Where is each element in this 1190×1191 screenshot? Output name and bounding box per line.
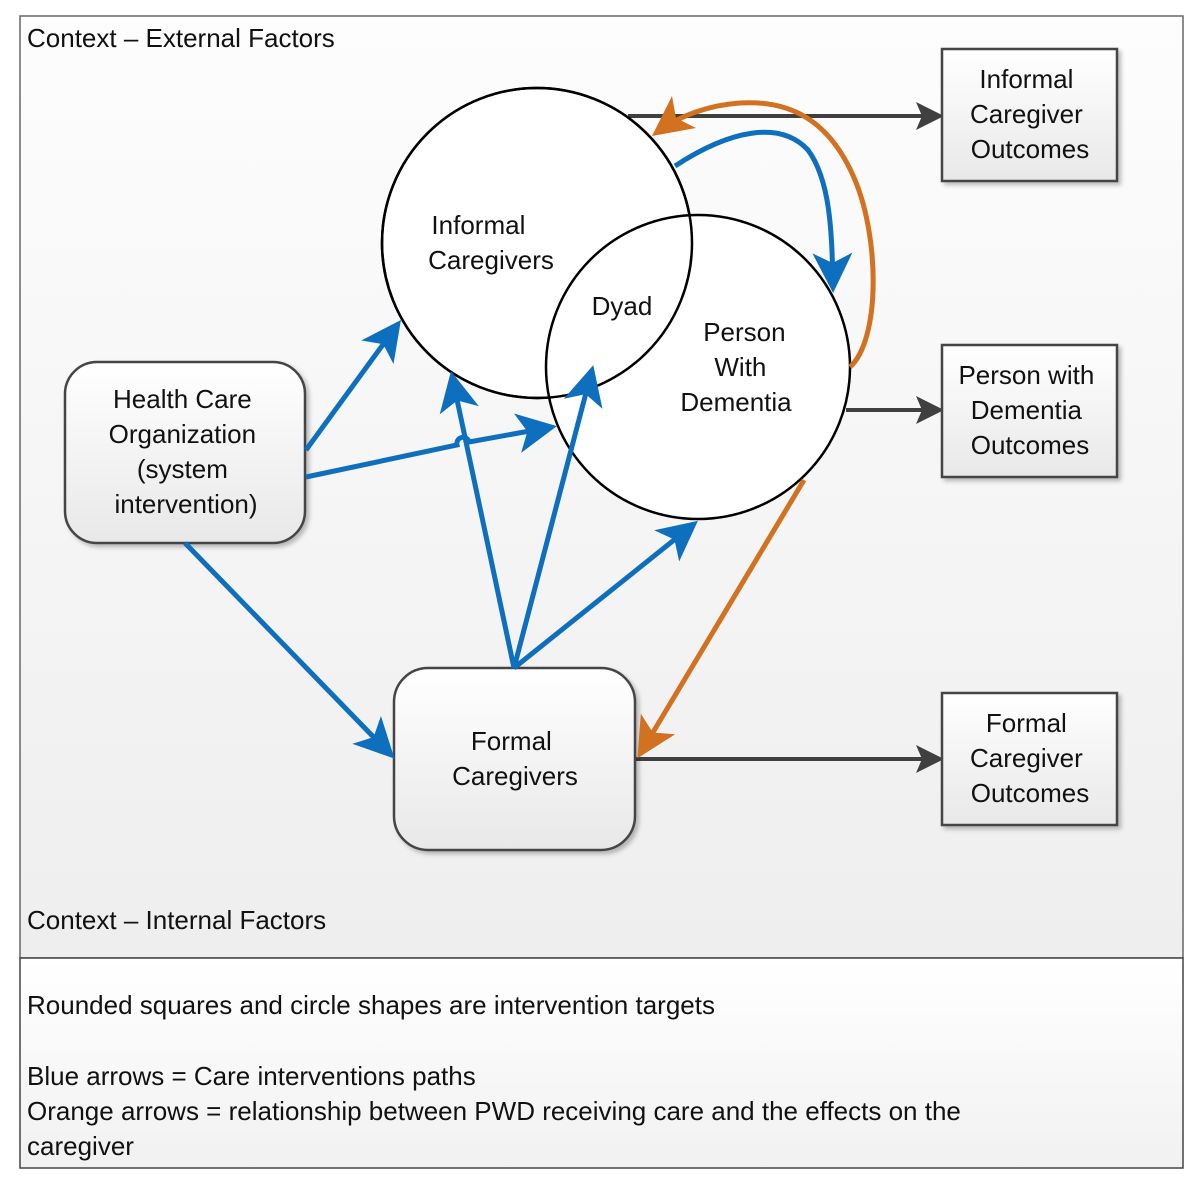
legend-line-orange-cont: caregiver bbox=[27, 1131, 134, 1161]
arrow-pwd-to-formal bbox=[637, 478, 807, 759]
informal-caregiver-outcomes-node[interactable]: Informal Caregiver Outcomes bbox=[940, 47, 1119, 183]
pwd-outcomes-label: Person with Dementia Outcomes bbox=[958, 360, 1101, 460]
formal-caregivers-node[interactable]: Formal Caregivers bbox=[392, 666, 637, 852]
arrow-hco-to-formal bbox=[183, 541, 395, 759]
arrow-hco-to-informal bbox=[303, 319, 401, 452]
arrow-pwd-to-informal bbox=[651, 96, 876, 369]
person-with-dementia-circle[interactable] bbox=[544, 213, 852, 521]
formal-caregiver-outcomes-node[interactable]: Formal Caregiver Outcomes bbox=[940, 691, 1119, 827]
health-care-org-node[interactable]: Health Care Organization (system interve… bbox=[63, 360, 307, 545]
informal-caregivers-label: Informal Caregivers bbox=[428, 210, 554, 275]
formal-caregiver-outcomes-label: Formal Caregiver Outcomes bbox=[970, 708, 1090, 808]
arrow-informal-to-pwd bbox=[673, 129, 853, 293]
legend-line-orange: Orange arrows = relationship between PWD… bbox=[27, 1096, 961, 1126]
legend-panel bbox=[19, 957, 1184, 1169]
context-internal-label: Context – Internal Factors bbox=[27, 905, 326, 935]
health-care-org-label: Health Care Organization (system interve… bbox=[109, 384, 264, 519]
arrow-hco-to-pwd bbox=[305, 413, 557, 480]
dyad-label: Dyad bbox=[592, 291, 653, 321]
arrow-formal-to-informal bbox=[439, 371, 517, 669]
formal-caregivers-label: Formal Caregivers bbox=[452, 726, 578, 791]
informal-caregiver-outcomes-label: Informal Caregiver Outcomes bbox=[970, 64, 1090, 164]
arrow-formal-to-dyad bbox=[511, 365, 603, 669]
informal-caregivers-outline bbox=[380, 86, 694, 400]
arrow-formal-to-pwd bbox=[512, 520, 698, 670]
person-with-dementia-label: Person With Dementia bbox=[680, 317, 792, 417]
legend-line-shapes: Rounded squares and circle shapes are in… bbox=[27, 990, 715, 1020]
pwd-outcomes-node[interactable]: Person with Dementia Outcomes bbox=[940, 343, 1119, 479]
legend-line-blue: Blue arrows = Care interventions paths bbox=[27, 1061, 476, 1091]
context-external-label: Context – External Factors bbox=[27, 23, 335, 53]
